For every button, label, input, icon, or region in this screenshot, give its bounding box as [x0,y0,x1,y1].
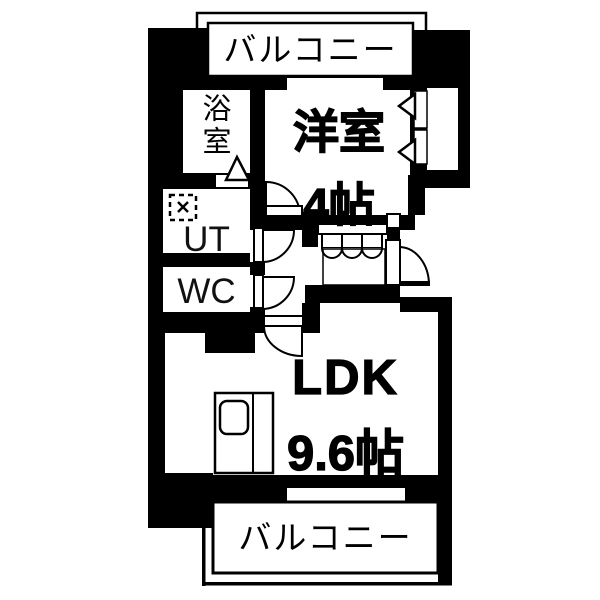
wall-ldk-top-chunk [205,333,255,353]
wall-ldk-right [438,312,452,585]
window-opening-triangle-icon [396,91,417,121]
balcony-bottom-outline [202,527,452,586]
wall-bath-left [163,87,183,175]
balcony-top-box [206,21,415,78]
kitchen-sink-icon [218,399,250,436]
wall-hall-post [302,212,318,247]
ldk-size: 9.6帖 [286,426,405,481]
balcony-bottom-box [211,500,440,575]
wall-ldk-door-post [302,303,320,333]
window-bottom [287,488,405,502]
window-bay [427,88,458,170]
washing-machine-area-icon [168,193,198,222]
balcony-top-label: バルコニー [223,31,398,68]
window-top [287,78,383,90]
utility-label: UT [183,219,230,259]
bath-label: 浴室 [198,93,230,159]
wall-entry-frame [387,228,400,240]
bath-door-triangle-icon [224,154,252,182]
closet-folding-door-icon [317,223,388,286]
door-swing-western-room [265,180,303,217]
toilet-label: WC [177,271,236,311]
western-room-label: 洋室 4帖 [266,96,412,235]
wall-top-left-block [148,28,207,90]
wall-entry-post [408,175,425,215]
western-room-size: 4帖 [303,178,376,231]
wall-under-closet [305,285,400,303]
ldk-name: LDK [291,350,399,405]
wall-ldk-top-band [148,312,255,333]
wall-bath-right [250,87,265,230]
kitchen-counter [213,391,275,475]
wall-left [148,90,163,313]
door-swing-wc [253,274,296,311]
window-opening-triangle-icon [396,137,417,167]
wall-entry-sill [385,285,400,303]
door-swing-ut [253,227,296,264]
ldk-label: LDK 9.6帖 [268,350,423,485]
wall-ut-wc-divider [163,253,250,267]
wall-entry-lower [400,297,452,312]
wall-ldk-left [148,313,165,477]
door-swing-entrance [385,213,431,286]
western-room-name: 洋室 [292,105,385,158]
door-swing-ldk [262,315,304,358]
wall-corridor-mid [250,262,265,275]
wall-balcony-notch [195,500,215,528]
balcony-bottom-label: バルコニー [238,519,413,556]
